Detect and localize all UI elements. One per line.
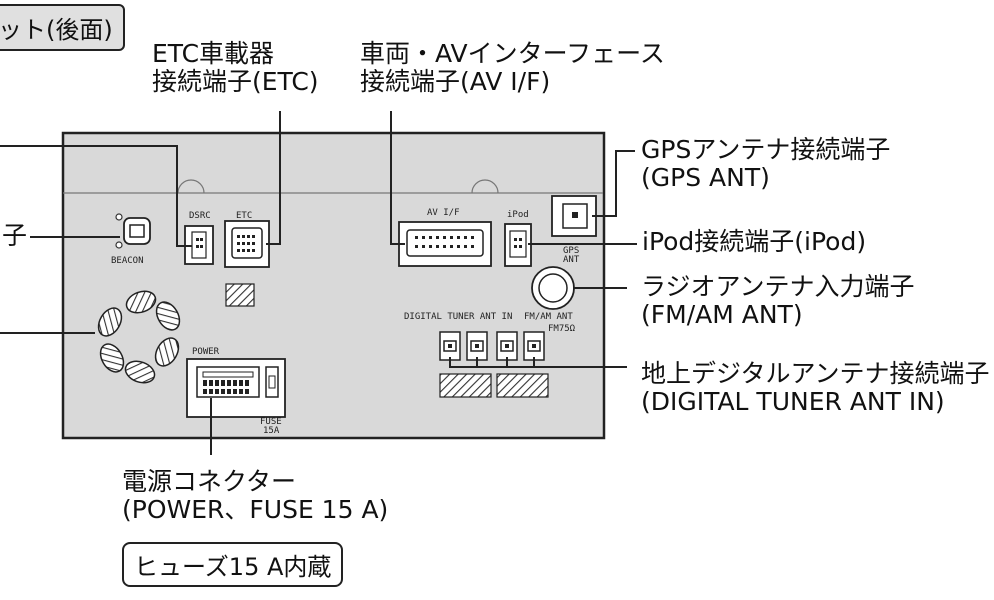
av-if-label-line-1: 車両・AVインターフェース <box>360 39 665 68</box>
fuse-note-box: ヒューズ15 A内蔵 <box>122 542 344 587</box>
av-if-panel-label: AV I/F <box>427 208 460 218</box>
digital-hatched-label-2 <box>496 373 549 398</box>
gps-label: GPSアンテナ接続端子 (GPS ANT) <box>641 136 890 192</box>
etc-label: ETC車載器 接続端子(ETC) <box>152 40 319 96</box>
fm75-panel-label: FM75Ω <box>548 324 576 334</box>
etc-hatched-label <box>225 283 255 307</box>
fm-am-jack <box>531 266 575 310</box>
power-connector <box>186 358 286 418</box>
beacon-connector <box>115 213 151 249</box>
av-if-label: 車両・AVインターフェース 接続端子(AV I/F) <box>360 40 665 96</box>
digital-tuner-panel-label: DIGITAL TUNER ANT IN <box>404 312 513 322</box>
radio-label-line-2: (FM/AM ANT) <box>641 300 803 329</box>
leader-line-etc <box>266 111 281 245</box>
etc-label-line-1: ETC車載器 <box>152 39 275 68</box>
ipod-port <box>504 223 532 267</box>
panel-notch-left <box>177 179 205 194</box>
leader-line-dsrc <box>0 145 192 247</box>
digital-label-line-1: 地上デジタルアンテナ接続端子 <box>641 359 990 388</box>
power-label: 電源コネクター (POWER、FUSE 15 A) <box>122 468 388 524</box>
gps-label-line-2: (GPS ANT) <box>641 163 770 192</box>
fuse-panel-label-2: 15A <box>263 426 280 436</box>
gps-ant-panel-label-1: GPS <box>563 246 580 256</box>
leader-line-digital <box>449 357 627 368</box>
power-label-line-2: (POWER、FUSE 15 A) <box>122 495 389 524</box>
etc-panel-label: ETC <box>236 211 253 221</box>
radio-label: ラジオアンテナ入力端子 (FM/AM ANT) <box>641 273 915 329</box>
etc-label-line-2: 接続端子(ETC) <box>152 67 319 96</box>
gps-ant-panel-label-2: ANT <box>563 255 580 265</box>
leader-line-gps <box>592 150 635 217</box>
leader-line-av-if <box>390 111 405 245</box>
digital-label-line-2: (DIGITAL TUNER ANT IN) <box>641 387 945 416</box>
ipod-panel-label: iPod <box>507 210 529 220</box>
left-partial-label: 子 <box>2 221 28 250</box>
av-if-port <box>398 221 492 267</box>
etc-port <box>224 220 270 268</box>
fan-vent <box>97 290 181 384</box>
power-label-line-1: 電源コネクター <box>122 467 297 496</box>
beacon-panel-label: BEACON <box>111 256 144 266</box>
dsrc-panel-label: DSRC <box>189 211 211 221</box>
ipod-label: iPod接続端子(iPod) <box>642 227 867 256</box>
fm-am-panel-label: FM/AM ANT <box>524 312 573 322</box>
digital-hatched-label-1 <box>439 373 492 398</box>
digital-label: 地上デジタルアンテナ接続端子 (DIGITAL TUNER ANT IN) <box>641 360 990 416</box>
power-panel-label: POWER <box>192 347 220 357</box>
radio-label-line-1: ラジオアンテナ入力端子 <box>641 272 915 301</box>
section-title-box: ット(後面) <box>0 4 125 51</box>
av-if-label-line-2: 接続端子(AV I/F) <box>360 67 551 96</box>
fuse-panel-label-1: FUSE <box>260 417 282 427</box>
gps-label-line-1: GPSアンテナ接続端子 <box>641 135 891 164</box>
panel-notch-right <box>471 179 499 194</box>
gps-port <box>551 195 597 237</box>
